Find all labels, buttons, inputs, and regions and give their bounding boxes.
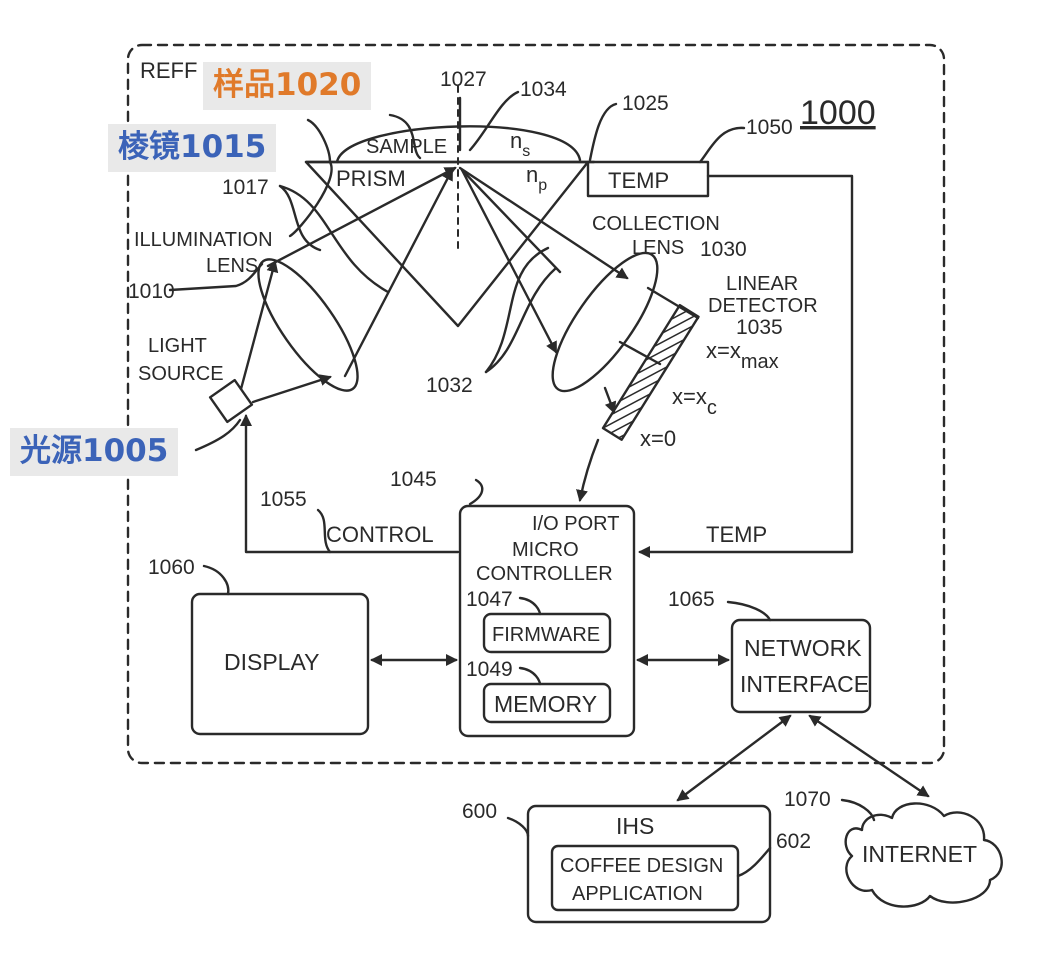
light-source-label-2: SOURCE xyxy=(138,363,224,385)
control-signal-label: CONTROL xyxy=(326,522,434,547)
ihs-label: IHS xyxy=(616,813,654,839)
figure-number: 1000 xyxy=(800,94,876,132)
linear-detector-label-2: DETECTOR xyxy=(708,295,818,317)
collection-lens-label-2: LENS xyxy=(632,237,684,259)
ref-1049: 1049 xyxy=(466,658,513,681)
ref-1047: 1047 xyxy=(466,588,513,611)
memory-box xyxy=(482,682,612,724)
linear-detector-label-1: LINEAR xyxy=(726,273,798,295)
ref-1017: 1017 xyxy=(222,176,269,199)
coffee-design-label-1: COFFEE DESIGN xyxy=(560,855,723,877)
collection-lens-label-1: COLLECTION xyxy=(592,213,720,235)
illumination-lens-label-2: LENS xyxy=(206,255,258,277)
ref-1025: 1025 xyxy=(622,92,669,115)
collection-lens xyxy=(551,251,659,393)
prism-label: PRISM xyxy=(336,166,406,191)
controller-label-2: MICRO xyxy=(512,539,579,561)
linear-detector xyxy=(601,303,700,441)
np-label: np xyxy=(526,162,547,194)
light-source xyxy=(208,378,254,424)
temp-signal-label: TEMP xyxy=(706,522,767,547)
ref-1055: 1055 xyxy=(260,488,307,511)
ref-1034: 1034 xyxy=(520,78,567,101)
ref-1010: 1010 xyxy=(128,280,175,303)
ref-1070: 1070 xyxy=(784,788,831,811)
ns-label: ns xyxy=(510,128,530,160)
illumination-lens-label-1: ILLUMINATION xyxy=(134,229,273,251)
microcontroller xyxy=(458,504,636,738)
annotation-prism: 棱镜1015 xyxy=(108,124,277,172)
ref-1065: 1065 xyxy=(668,588,715,611)
x-zero-label: x=0 xyxy=(640,426,676,451)
ref-1060: 1060 xyxy=(148,556,195,579)
temp-sensor xyxy=(586,160,710,198)
coffee-design-label-2: APPLICATION xyxy=(572,883,703,905)
ref-1032: 1032 xyxy=(426,374,473,397)
ref-1030: 1030 xyxy=(700,238,747,261)
display xyxy=(190,592,370,736)
ref-1035: 1035 xyxy=(736,316,783,339)
controller-label-1: I/O PORT xyxy=(532,513,619,535)
controller-label-3: CONTROLLER xyxy=(476,563,613,585)
ref-602: 602 xyxy=(776,830,811,853)
x-max-label: x=xmax xyxy=(706,338,779,373)
ref-1027: 1027 xyxy=(440,68,487,91)
ref-1050: 1050 xyxy=(746,116,793,139)
temp-sensor-label: TEMP xyxy=(608,168,669,193)
sample-label: SAMPLE xyxy=(366,136,447,158)
firmware-box xyxy=(482,612,612,654)
network-interface xyxy=(730,618,872,714)
display-label: DISPLAY xyxy=(224,649,319,675)
ihs-box xyxy=(526,804,772,924)
network-interface-label-1: NETWORK xyxy=(744,635,862,661)
system-frame xyxy=(126,43,946,765)
coffee-design-app-box xyxy=(550,844,740,912)
internet-label: INTERNET xyxy=(862,841,977,867)
network-interface-label-2: INTERFACE xyxy=(740,671,869,697)
illumination-lens xyxy=(257,258,359,392)
light-source-label-1: LIGHT xyxy=(148,335,207,357)
memory-label: MEMORY xyxy=(494,691,597,717)
ref-600: 600 xyxy=(462,800,497,823)
ref-1045: 1045 xyxy=(390,468,437,491)
x-c-label: x=xc xyxy=(672,384,717,419)
frame-label: REFF xyxy=(140,58,197,83)
annotation-light-source: 光源1005 xyxy=(10,428,179,476)
firmware-label: FIRMWARE xyxy=(492,624,600,646)
internet-cloud xyxy=(844,802,1003,908)
annotation-sample: 样品1020 xyxy=(203,62,372,110)
